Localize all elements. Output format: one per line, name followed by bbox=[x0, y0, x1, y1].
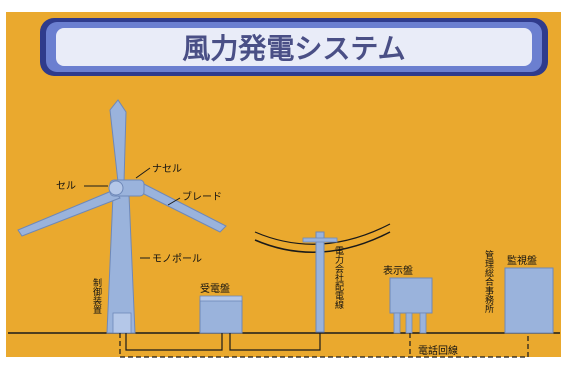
wind-turbine bbox=[17, 99, 227, 334]
label-blade: ブレード bbox=[182, 190, 222, 203]
rotor-hub bbox=[108, 180, 124, 196]
label-power-company-line: 電力会社配電線 bbox=[333, 246, 344, 309]
label-pointer bbox=[135, 167, 151, 179]
label-cell: セル bbox=[56, 180, 76, 192]
label-pointer bbox=[167, 197, 181, 206]
power-cable bbox=[229, 333, 321, 351]
label-display-panel: 表示盤 bbox=[383, 264, 413, 277]
phone-line-cable bbox=[119, 333, 529, 358]
label-monitoring-panel: 監視盤 bbox=[507, 254, 537, 267]
power-cable bbox=[125, 333, 223, 351]
label-control-device: 制御装置 bbox=[91, 277, 102, 314]
switchboard bbox=[199, 295, 243, 334]
display-panel bbox=[389, 277, 433, 334]
monitoring-panel bbox=[504, 267, 554, 334]
label-phone-line: 電話回線 bbox=[418, 344, 458, 357]
control-device-box bbox=[112, 312, 132, 334]
utility-pole bbox=[302, 231, 338, 333]
label-management-office: 管理総合事務所 bbox=[483, 249, 494, 314]
label-nacelle: ナセル bbox=[152, 163, 182, 175]
page-title: 風力発電システム bbox=[182, 32, 405, 65]
label-switchboard: 受電盤 bbox=[200, 282, 230, 295]
label-monopole: モノポール bbox=[152, 253, 202, 265]
title-banner: 風力発電システム bbox=[40, 18, 548, 76]
